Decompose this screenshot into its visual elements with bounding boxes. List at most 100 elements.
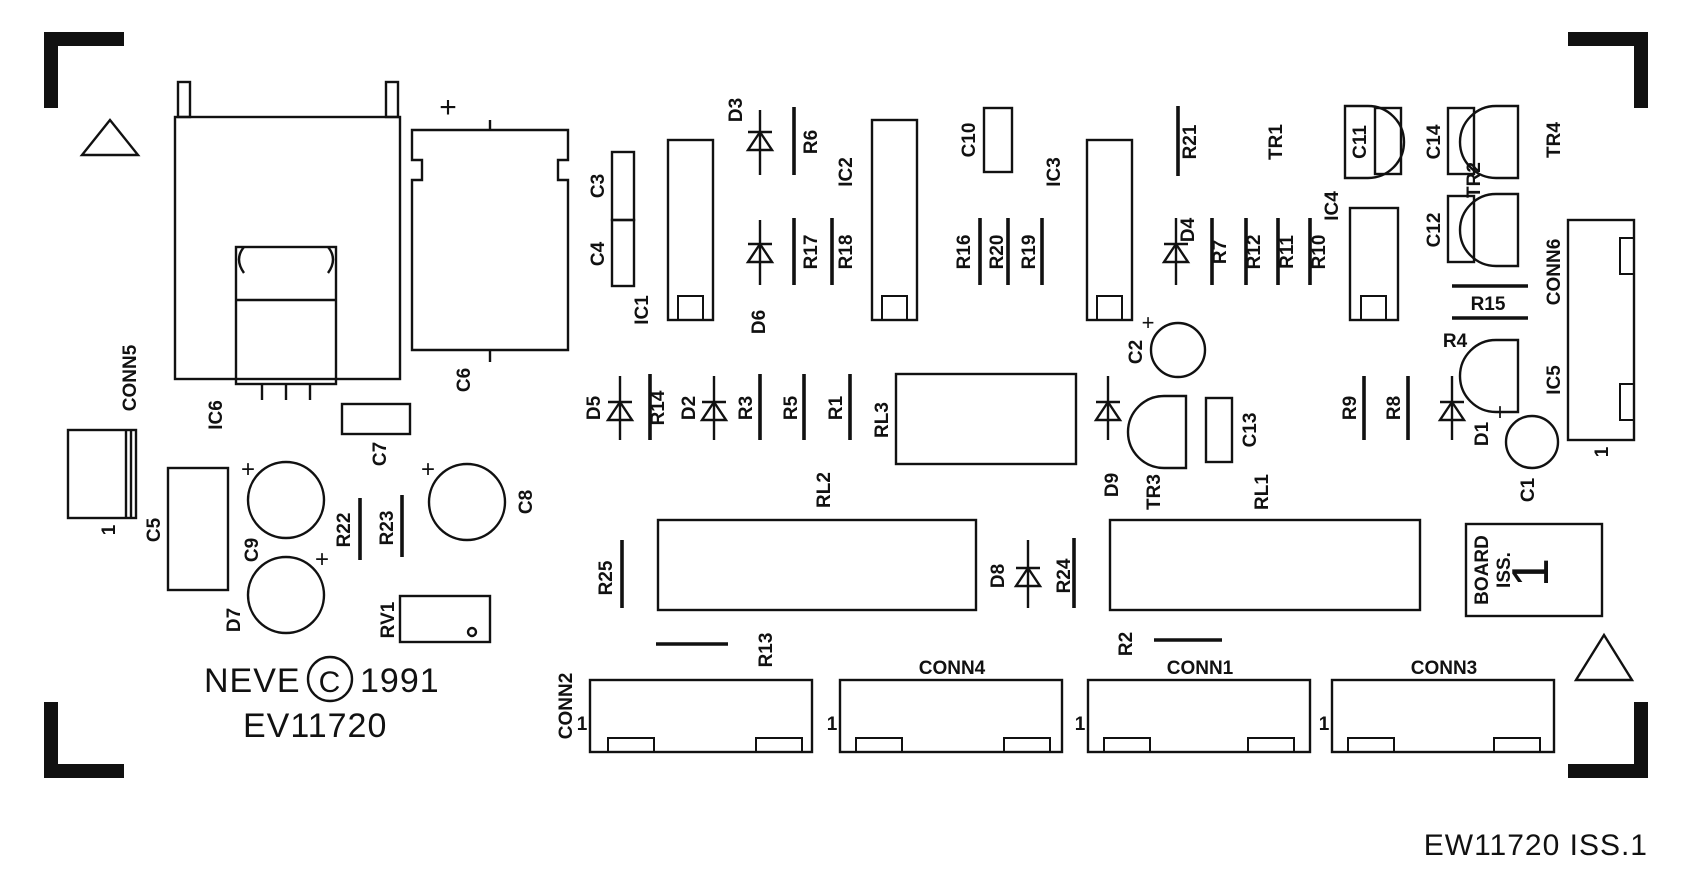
label-c9: C9 [242,538,263,562]
label-c5: C5 [144,517,165,542]
label-ic1: IC1 [632,295,653,325]
ic1 [666,138,715,322]
board-issue-number: 1 [1502,557,1560,587]
label-r3: R3 [736,396,757,420]
label-d7: D7 [224,608,245,632]
connector-conn5 [66,428,138,520]
capacitor-c5 [166,466,230,592]
label-conn5: CONN5 [120,344,141,411]
copyright-symbol: C [319,666,342,699]
footer-reference: EW11720 ISS.1 [1424,829,1648,862]
label-r7: R7 [1210,240,1231,264]
label-rl3: RL3 [872,402,893,438]
connector-conn2 [588,678,814,754]
diode-d5 [605,376,635,440]
regulator-ic6 [173,80,402,400]
pin1-conn1: 1 [1075,714,1086,735]
label-d5: D5 [584,395,605,420]
relay-rl3 [894,372,1078,466]
pin1-conn2: 1 [577,714,588,735]
plus-c8: + [421,456,435,483]
connector-conn6 [1566,218,1636,442]
board-issue-line2: ISS. [1494,552,1515,588]
label-c6: C6 [454,368,475,392]
capacitor-c4 [610,218,636,288]
capacitor-c2 [1149,321,1207,379]
connector-conn3 [1330,678,1556,754]
diode-d8 [1013,540,1043,608]
board-issue-box [1464,522,1604,618]
capacitor-c8 [427,462,507,542]
label-tr2: TR2 [1464,162,1485,198]
label-c11: C11 [1350,125,1371,159]
label-d1: D1 [1472,421,1493,446]
transistor-tr4 [1458,104,1520,180]
label-c3: C3 [588,174,609,198]
label-conn4: CONN4 [919,658,986,679]
label-r12: R12 [1244,235,1265,270]
relay-rl1 [1108,518,1422,612]
connector-conn1 [1086,678,1312,754]
plus-c9: + [241,456,255,483]
label-rl2: RL2 [814,472,835,508]
label-r11: R11 [1277,235,1298,269]
board-issue-line1: BOARD [1472,535,1493,605]
label-ic5: IC5 [1544,365,1565,395]
orientation-triangle-bottom [1573,632,1635,682]
plus-c6: + [439,91,457,124]
capacitor-c6 [410,120,570,362]
label-r6: R6 [801,130,822,154]
label-d2: D2 [679,396,700,420]
label-r8: R8 [1384,396,1405,420]
pin1-conn5: 1 [99,524,120,535]
label-r20: R20 [987,235,1008,270]
capacitor-c9 [246,460,326,540]
capacitor-c7 [340,402,412,436]
label-r15: R15 [1471,294,1506,315]
label-c8: C8 [516,490,537,514]
diode-d2 [699,376,729,440]
label-ic3: IC3 [1044,157,1065,187]
ic4 [1348,206,1400,322]
relay-rl2 [656,518,978,612]
diode-d9 [1093,376,1123,440]
diode-d1 [1437,376,1467,440]
corner-marks [44,32,1648,778]
plus-c1: + [1493,399,1507,426]
label-r17: R17 [801,235,822,270]
year-text: 1991 [360,662,440,700]
label-tr4: TR4 [1544,122,1565,158]
label-ic4: IC4 [1322,191,1343,221]
diode-d6 [745,220,775,285]
diode-d4 [1161,218,1191,285]
plus-d7: + [315,546,329,573]
capacitor-c3 [610,150,636,222]
label-r25: R25 [596,560,617,595]
orientation-triangle-top [79,118,141,157]
label-r24: R24 [1054,558,1075,593]
label-ic2: IC2 [836,157,857,187]
label-d9: D9 [1102,473,1123,497]
ic5 [1458,338,1520,414]
label-c1: C1 [1518,477,1539,502]
ic3 [1085,138,1134,322]
label-r4: R4 [1443,331,1468,352]
label-r21: R21 [1180,124,1201,159]
pin1-conn3: 1 [1319,714,1330,735]
label-c4: C4 [588,241,609,266]
label-r14: R14 [648,390,669,425]
label-ic6: IC6 [206,400,227,430]
label-r22: R22 [334,513,355,548]
label-rv1: RV1 [378,601,399,638]
label-c2: C2 [1126,340,1147,364]
label-conn3: CONN3 [1411,658,1478,679]
label-c13: C13 [1240,413,1261,448]
label-r19: R19 [1019,235,1040,270]
label-d6: D6 [749,310,770,334]
label-tr1: TR1 [1266,124,1287,160]
diode-d3 [745,110,775,175]
connector-conn4 [838,678,1064,754]
label-r2: R2 [1116,632,1137,656]
capacitor-c1 [1504,414,1560,470]
